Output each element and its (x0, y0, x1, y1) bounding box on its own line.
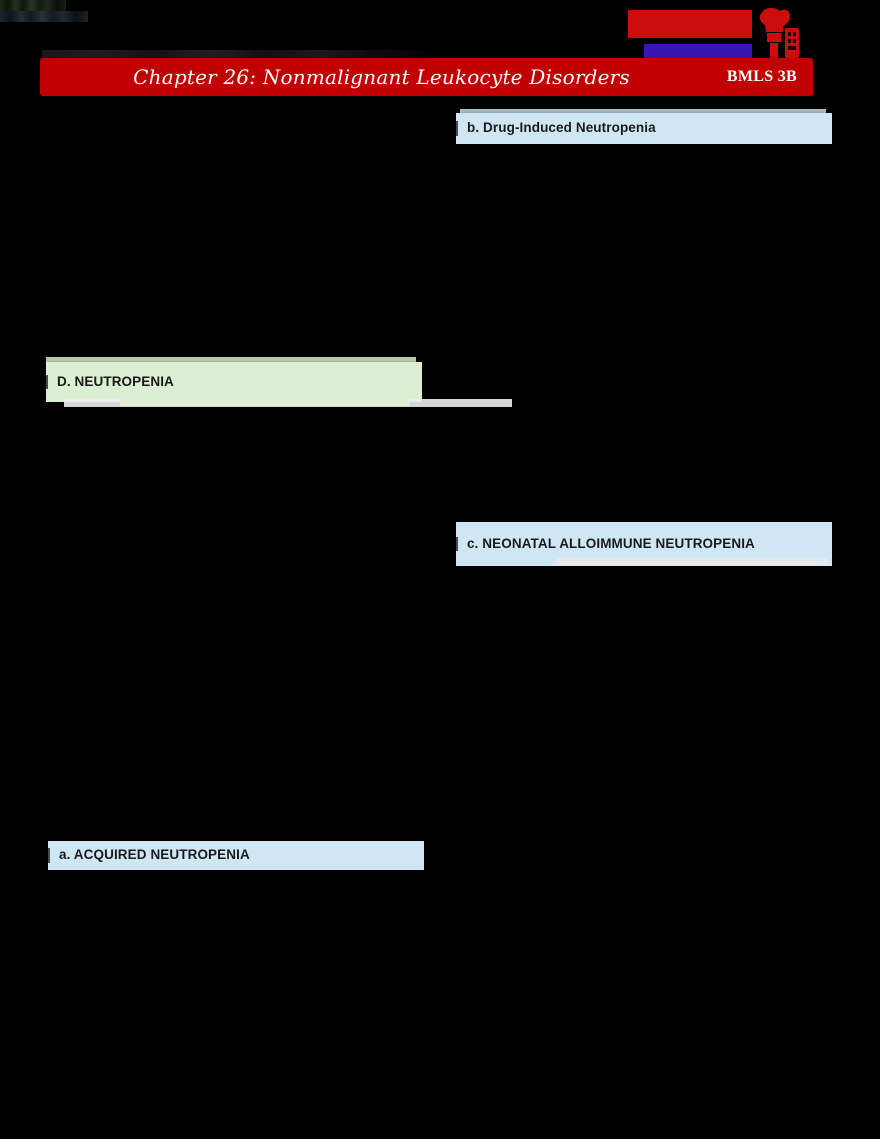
red-fist-torch-emblem (759, 7, 799, 63)
page-title: Chapter 26: Nonmalignant Leukocyte Disor… (133, 65, 630, 89)
obscured-pretitle-text (42, 50, 442, 59)
box-shadow-overhang-neutropenia (46, 357, 416, 363)
section-heading-label: D. NEUTROPENIA (46, 374, 174, 390)
decorative-strip-gray (556, 558, 828, 566)
logo-wordmark-primary (628, 10, 752, 38)
course-section-label: BMLS 3B (726, 68, 797, 85)
section-heading-label: b. Drug-Induced Neutropenia (456, 120, 656, 136)
section-heading-acquired-neutropenia: a. ACQUIRED NEUTROPENIA (48, 841, 424, 870)
section-heading-label: a. ACQUIRED NEUTROPENIA (48, 847, 250, 863)
decorative-strip-green (120, 399, 410, 406)
obscured-body-text-neonatal (0, 11, 88, 22)
section-heading-neutropenia: D. NEUTROPENIA (46, 362, 422, 402)
box-shadow-overhang-drug-induced (460, 109, 826, 114)
section-heading-label: c. NEONATAL ALLOIMMUNE NEUTROPENIA (456, 536, 755, 552)
obscured-body-text-neutropenia (0, 0, 66, 11)
chapter-header-banner: Chapter 26: Nonmalignant Leukocyte Disor… (40, 58, 813, 96)
section-heading-drug-induced-neutropenia: b. Drug-Induced Neutropenia (456, 113, 832, 144)
organization-logo (626, 4, 804, 66)
logo-wordmark-secondary (644, 44, 752, 61)
